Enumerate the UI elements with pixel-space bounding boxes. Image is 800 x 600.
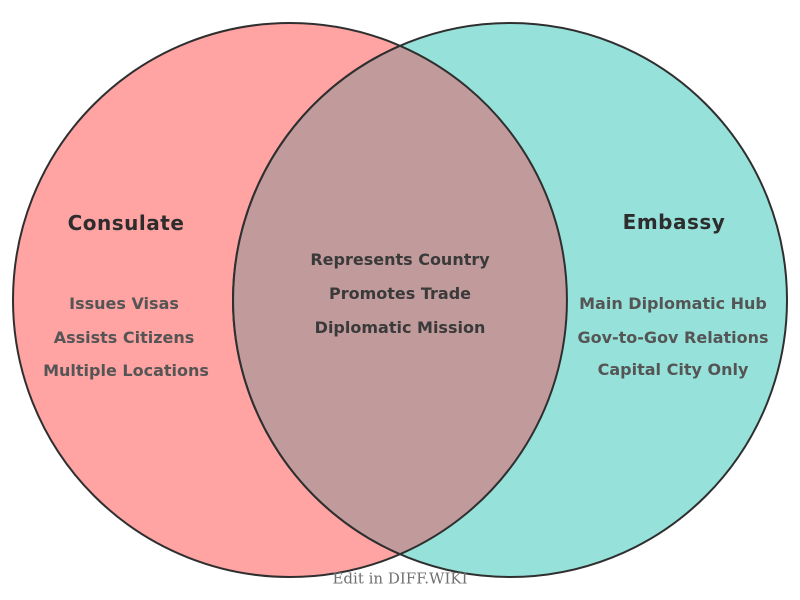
left-circle-item: Multiple Locations <box>43 361 209 380</box>
right-circle-title: Embassy <box>622 210 726 234</box>
right-circle-item: Capital City Only <box>597 360 749 379</box>
left-circle-item: Assists Citizens <box>53 328 195 347</box>
right-circle-item: Main Diplomatic Hub <box>579 294 767 313</box>
overlap-item: Represents Country <box>310 250 490 269</box>
overlap-item: Diplomatic Mission <box>314 318 486 337</box>
overlap-item: Promotes Trade <box>328 284 472 303</box>
left-circle-item: Issues Visas <box>69 294 179 313</box>
right-circle-item: Gov-to-Gov Relations <box>577 328 769 347</box>
footer-caption: Edit in DIFF.WIKI <box>332 569 468 588</box>
left-circle-title: Consulate <box>67 211 185 235</box>
overlap-region <box>232 44 568 556</box>
